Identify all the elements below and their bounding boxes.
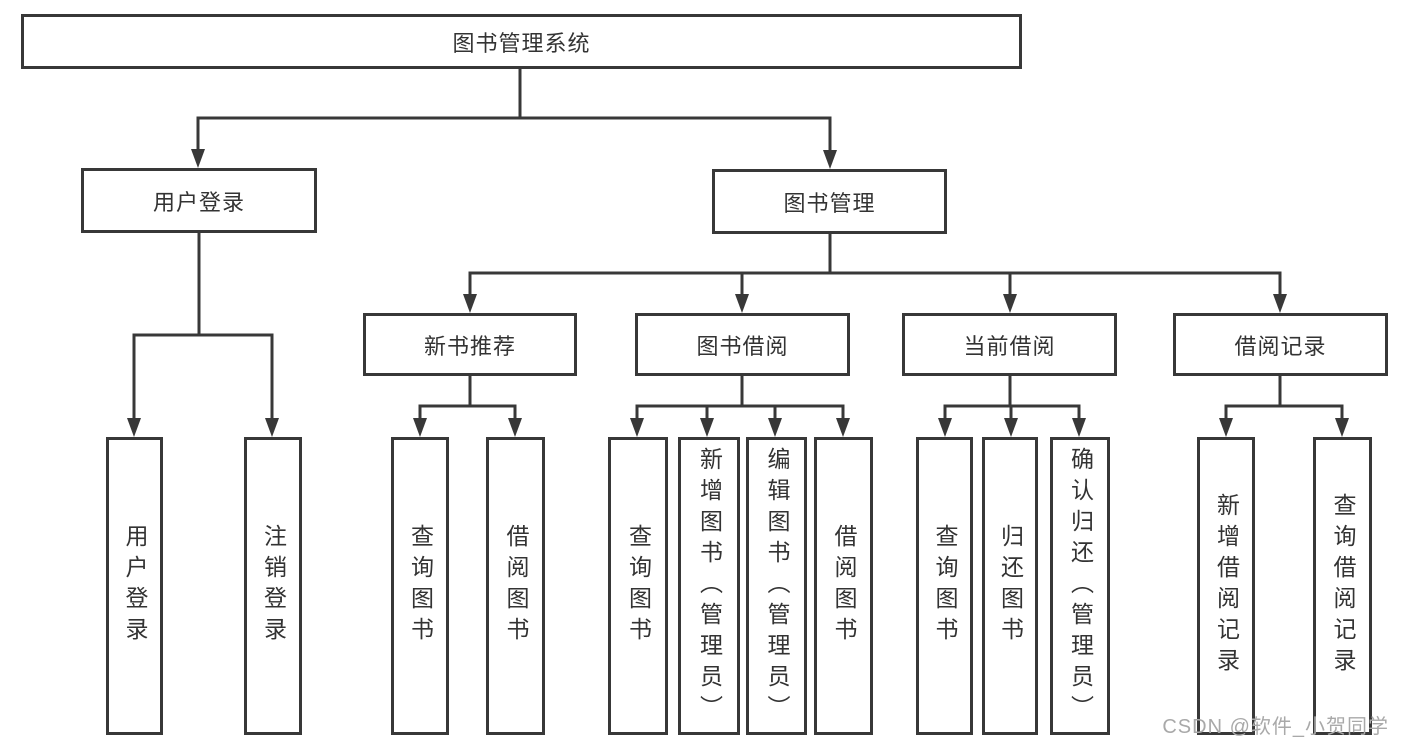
arrow-down-icon bbox=[191, 149, 205, 168]
leaf-return-book: 归还图书 bbox=[982, 437, 1038, 735]
connector-root-to-level2 bbox=[196, 68, 832, 153]
leaf-confirm-return-admin: 确认归还（管理员） bbox=[1050, 437, 1110, 735]
leaf-query-borrow-record: 查询借阅记录 bbox=[1313, 437, 1372, 735]
leaf-logout: 注销登录 bbox=[244, 437, 302, 735]
arrow-down-icon bbox=[823, 150, 837, 169]
leaf-add-borrow-record: 新增借阅记录 bbox=[1197, 437, 1255, 735]
connector-lines bbox=[132, 68, 1344, 421]
arrowheads bbox=[127, 149, 1349, 437]
arrow-down-icon bbox=[265, 418, 279, 437]
connector-book-management-branch bbox=[468, 234, 1282, 297]
node-root-library-system: 图书管理系统 bbox=[21, 14, 1022, 69]
arrow-down-icon bbox=[463, 294, 477, 313]
leaf-query-book: 查询图书 bbox=[916, 437, 973, 735]
arrow-down-icon bbox=[938, 418, 952, 437]
arrow-down-icon bbox=[127, 418, 141, 437]
connector-user-login-branch bbox=[132, 233, 274, 421]
arrow-down-icon bbox=[1004, 418, 1018, 437]
arrow-down-icon bbox=[768, 418, 782, 437]
connector-new-book-branch bbox=[418, 376, 517, 421]
node-borrow-record: 借阅记录 bbox=[1173, 313, 1388, 376]
arrow-down-icon bbox=[1335, 418, 1349, 437]
node-user-login: 用户登录 bbox=[81, 168, 317, 233]
leaf-add-book-admin: 新增图书（管理员） bbox=[678, 437, 740, 735]
leaf-query-book: 查询图书 bbox=[391, 437, 449, 735]
arrow-down-icon bbox=[700, 418, 714, 437]
connector-current-borrow-branch bbox=[943, 376, 1081, 421]
leaf-borrow-book: 借阅图书 bbox=[814, 437, 873, 735]
arrow-down-icon bbox=[836, 418, 850, 437]
node-book-management: 图书管理 bbox=[712, 169, 947, 234]
connector-book-borrow-branch bbox=[635, 376, 845, 421]
node-current-borrow: 当前借阅 bbox=[902, 313, 1117, 376]
arrow-down-icon bbox=[413, 418, 427, 437]
node-new-book-recommend: 新书推荐 bbox=[363, 313, 577, 376]
leaf-query-book: 查询图书 bbox=[608, 437, 668, 735]
arrow-down-icon bbox=[508, 418, 522, 437]
arrow-down-icon bbox=[1072, 418, 1086, 437]
arrow-down-icon bbox=[735, 294, 749, 313]
leaf-borrow-book: 借阅图书 bbox=[486, 437, 545, 735]
node-book-borrow: 图书借阅 bbox=[635, 313, 850, 376]
leaf-edit-book-admin: 编辑图书（管理员） bbox=[746, 437, 807, 735]
arrow-down-icon bbox=[1219, 418, 1233, 437]
arrow-down-icon bbox=[630, 418, 644, 437]
connector-borrow-record-branch bbox=[1224, 376, 1344, 421]
leaf-user-login: 用户登录 bbox=[106, 437, 163, 735]
arrow-down-icon bbox=[1273, 294, 1287, 313]
watermark: CSDN @软件_小贺同学 bbox=[1162, 716, 1389, 738]
arrow-down-icon bbox=[1003, 294, 1017, 313]
